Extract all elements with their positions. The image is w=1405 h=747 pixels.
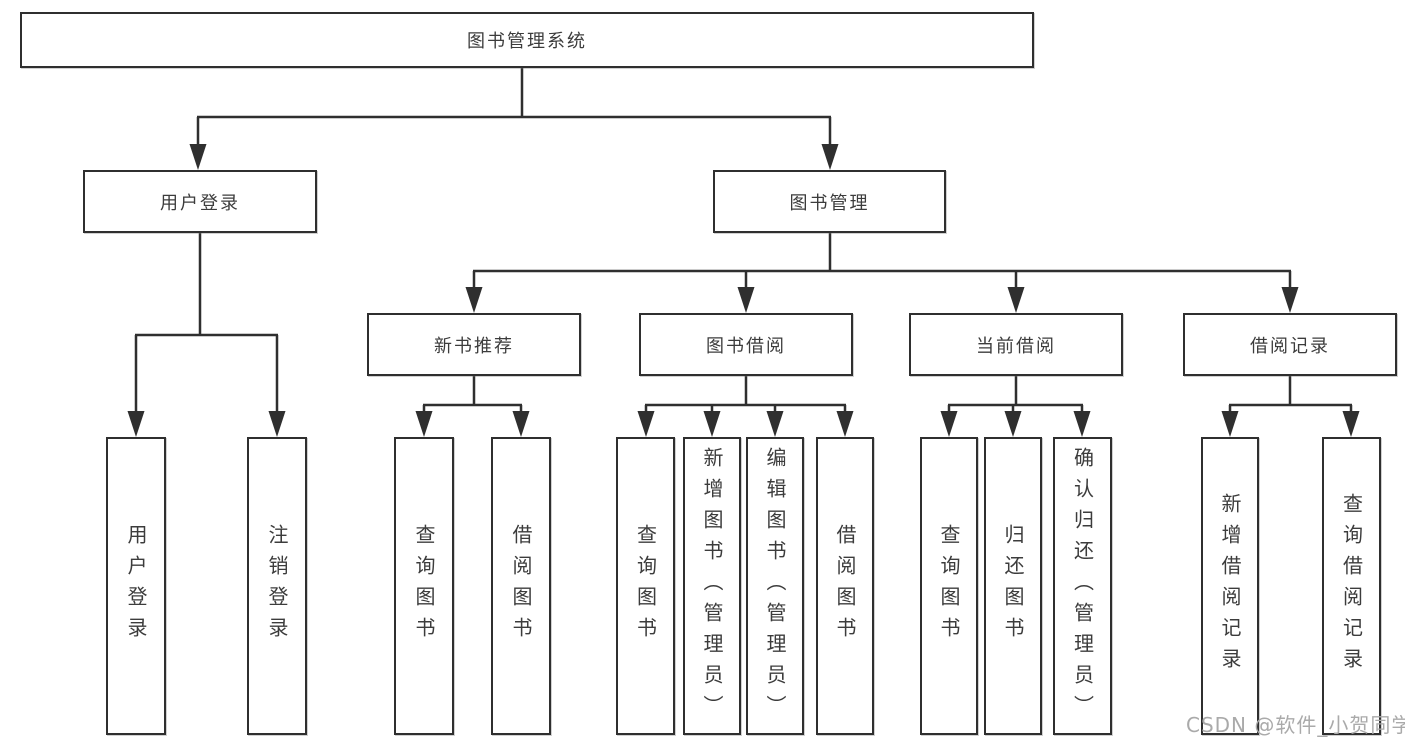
- node-current-borrow: 当前借阅: [909, 313, 1123, 376]
- node-library-system: 图书管理系统: [20, 12, 1034, 68]
- leaf-confirm-return-admin: 确认归还（管理员）: [1053, 437, 1112, 735]
- node-book-management: 图书管理: [713, 170, 946, 233]
- leaf-query-books-current: 查询图书: [920, 437, 978, 735]
- leaf-user-login: 用户登录: [106, 437, 166, 735]
- leaf-logout: 注销登录: [247, 437, 307, 735]
- node-user-login: 用户登录: [83, 170, 317, 233]
- leaf-add-books-admin: 新增图书（管理员）: [683, 437, 741, 735]
- leaf-query-borrow-record: 查询借阅记录: [1322, 437, 1381, 735]
- leaf-borrow-books: 借阅图书: [816, 437, 874, 735]
- leaf-query-books-recommend: 查询图书: [394, 437, 454, 735]
- node-borrow-records: 借阅记录: [1183, 313, 1397, 376]
- watermark-text: CSDN @软件_小贺同学: [1186, 713, 1405, 737]
- arrowhead-icons: [127, 144, 1360, 437]
- node-new-book-recommend: 新书推荐: [367, 313, 581, 376]
- leaf-add-borrow-record: 新增借阅记录: [1201, 437, 1259, 735]
- leaf-edit-books-admin: 编辑图书（管理员）: [746, 437, 804, 735]
- leaf-borrow-books-recommend: 借阅图书: [491, 437, 551, 735]
- leaf-query-books-borrow: 查询图书: [616, 437, 675, 735]
- node-book-borrow: 图书借阅: [639, 313, 853, 376]
- leaf-return-books: 归还图书: [984, 437, 1042, 735]
